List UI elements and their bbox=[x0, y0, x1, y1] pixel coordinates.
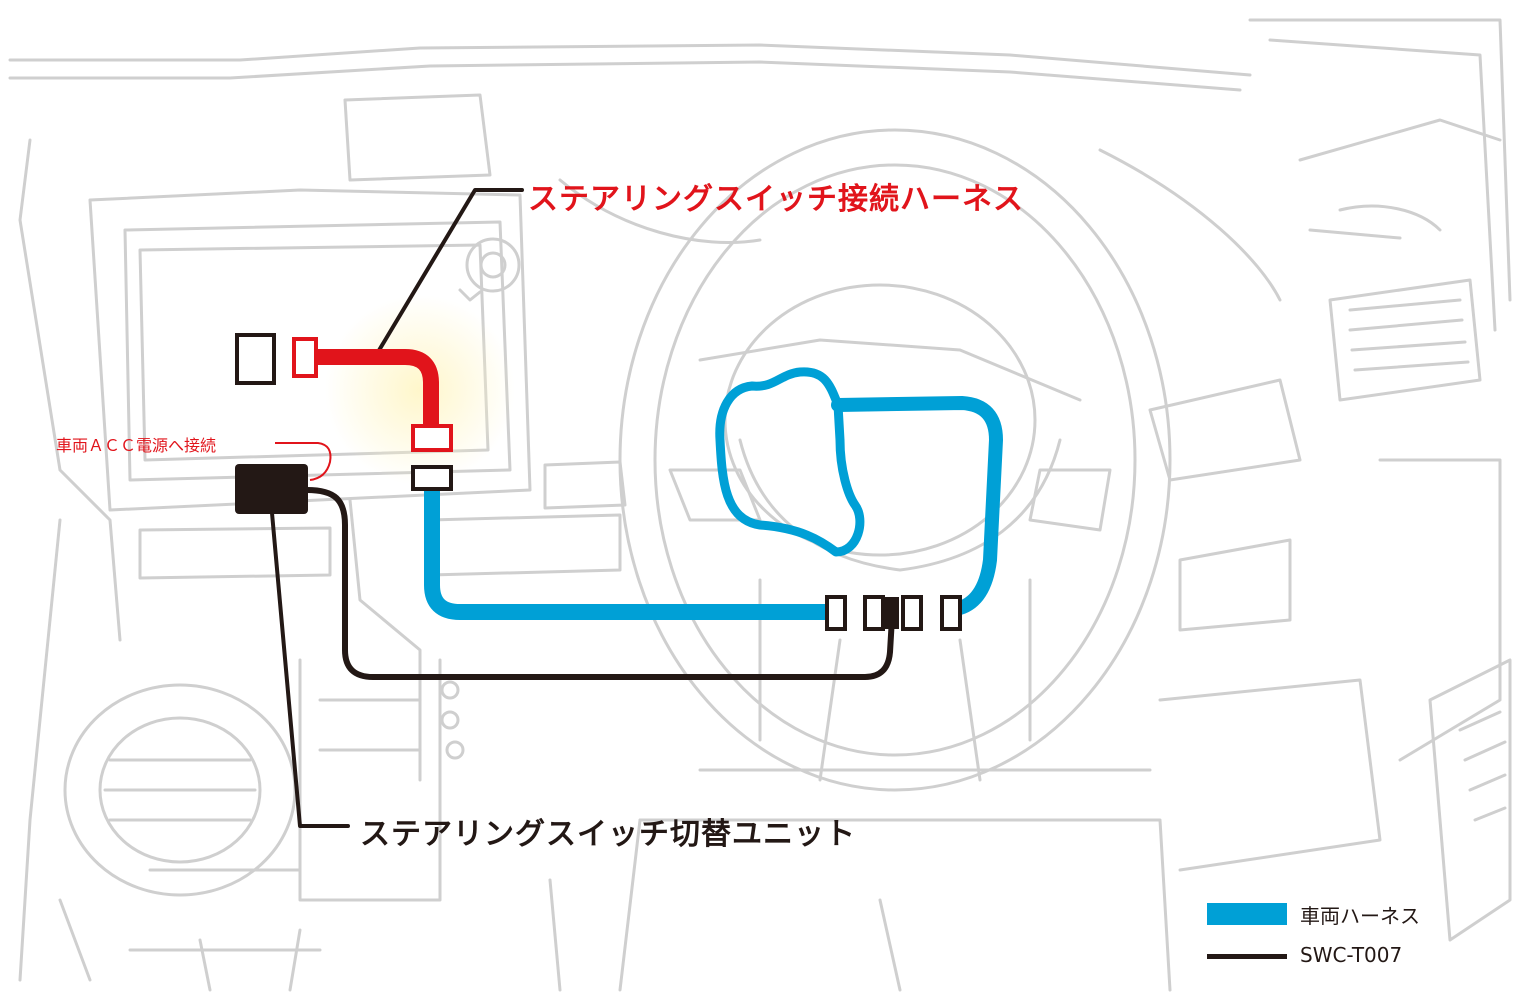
legend-swatch-swc bbox=[1207, 954, 1287, 959]
legend-label-vehicle-harness: 車両ハーネス bbox=[1300, 904, 1420, 928]
harness-label-leader bbox=[373, 188, 524, 359]
connection-harness bbox=[318, 349, 439, 426]
harness-connection-label: ステアリングスイッチ接続ハーネス bbox=[528, 182, 1024, 217]
legend-label-swc: SWC-T007 bbox=[1300, 943, 1403, 967]
acc-connection-label: 車両ＡＣＣ電源へ接続 bbox=[56, 436, 217, 455]
acc-wire bbox=[275, 442, 332, 481]
harness-connector-bottom bbox=[411, 424, 453, 452]
switch-unit-box bbox=[235, 464, 308, 514]
highlight-glow bbox=[325, 295, 515, 485]
nav-connector bbox=[235, 333, 276, 385]
harness-connector-left bbox=[292, 337, 318, 378]
dashboard-sketch bbox=[8, 18, 1512, 992]
swc-cable bbox=[304, 487, 895, 680]
unit-label-leader bbox=[270, 511, 350, 828]
legend-swatch-vehicle-harness bbox=[1207, 903, 1287, 925]
vehicle-harness bbox=[424, 367, 1003, 620]
vehicle-connector-top bbox=[411, 465, 453, 491]
column-connectors bbox=[825, 595, 962, 631]
switch-unit-label: ステアリングスイッチ切替ユニット bbox=[360, 817, 856, 852]
